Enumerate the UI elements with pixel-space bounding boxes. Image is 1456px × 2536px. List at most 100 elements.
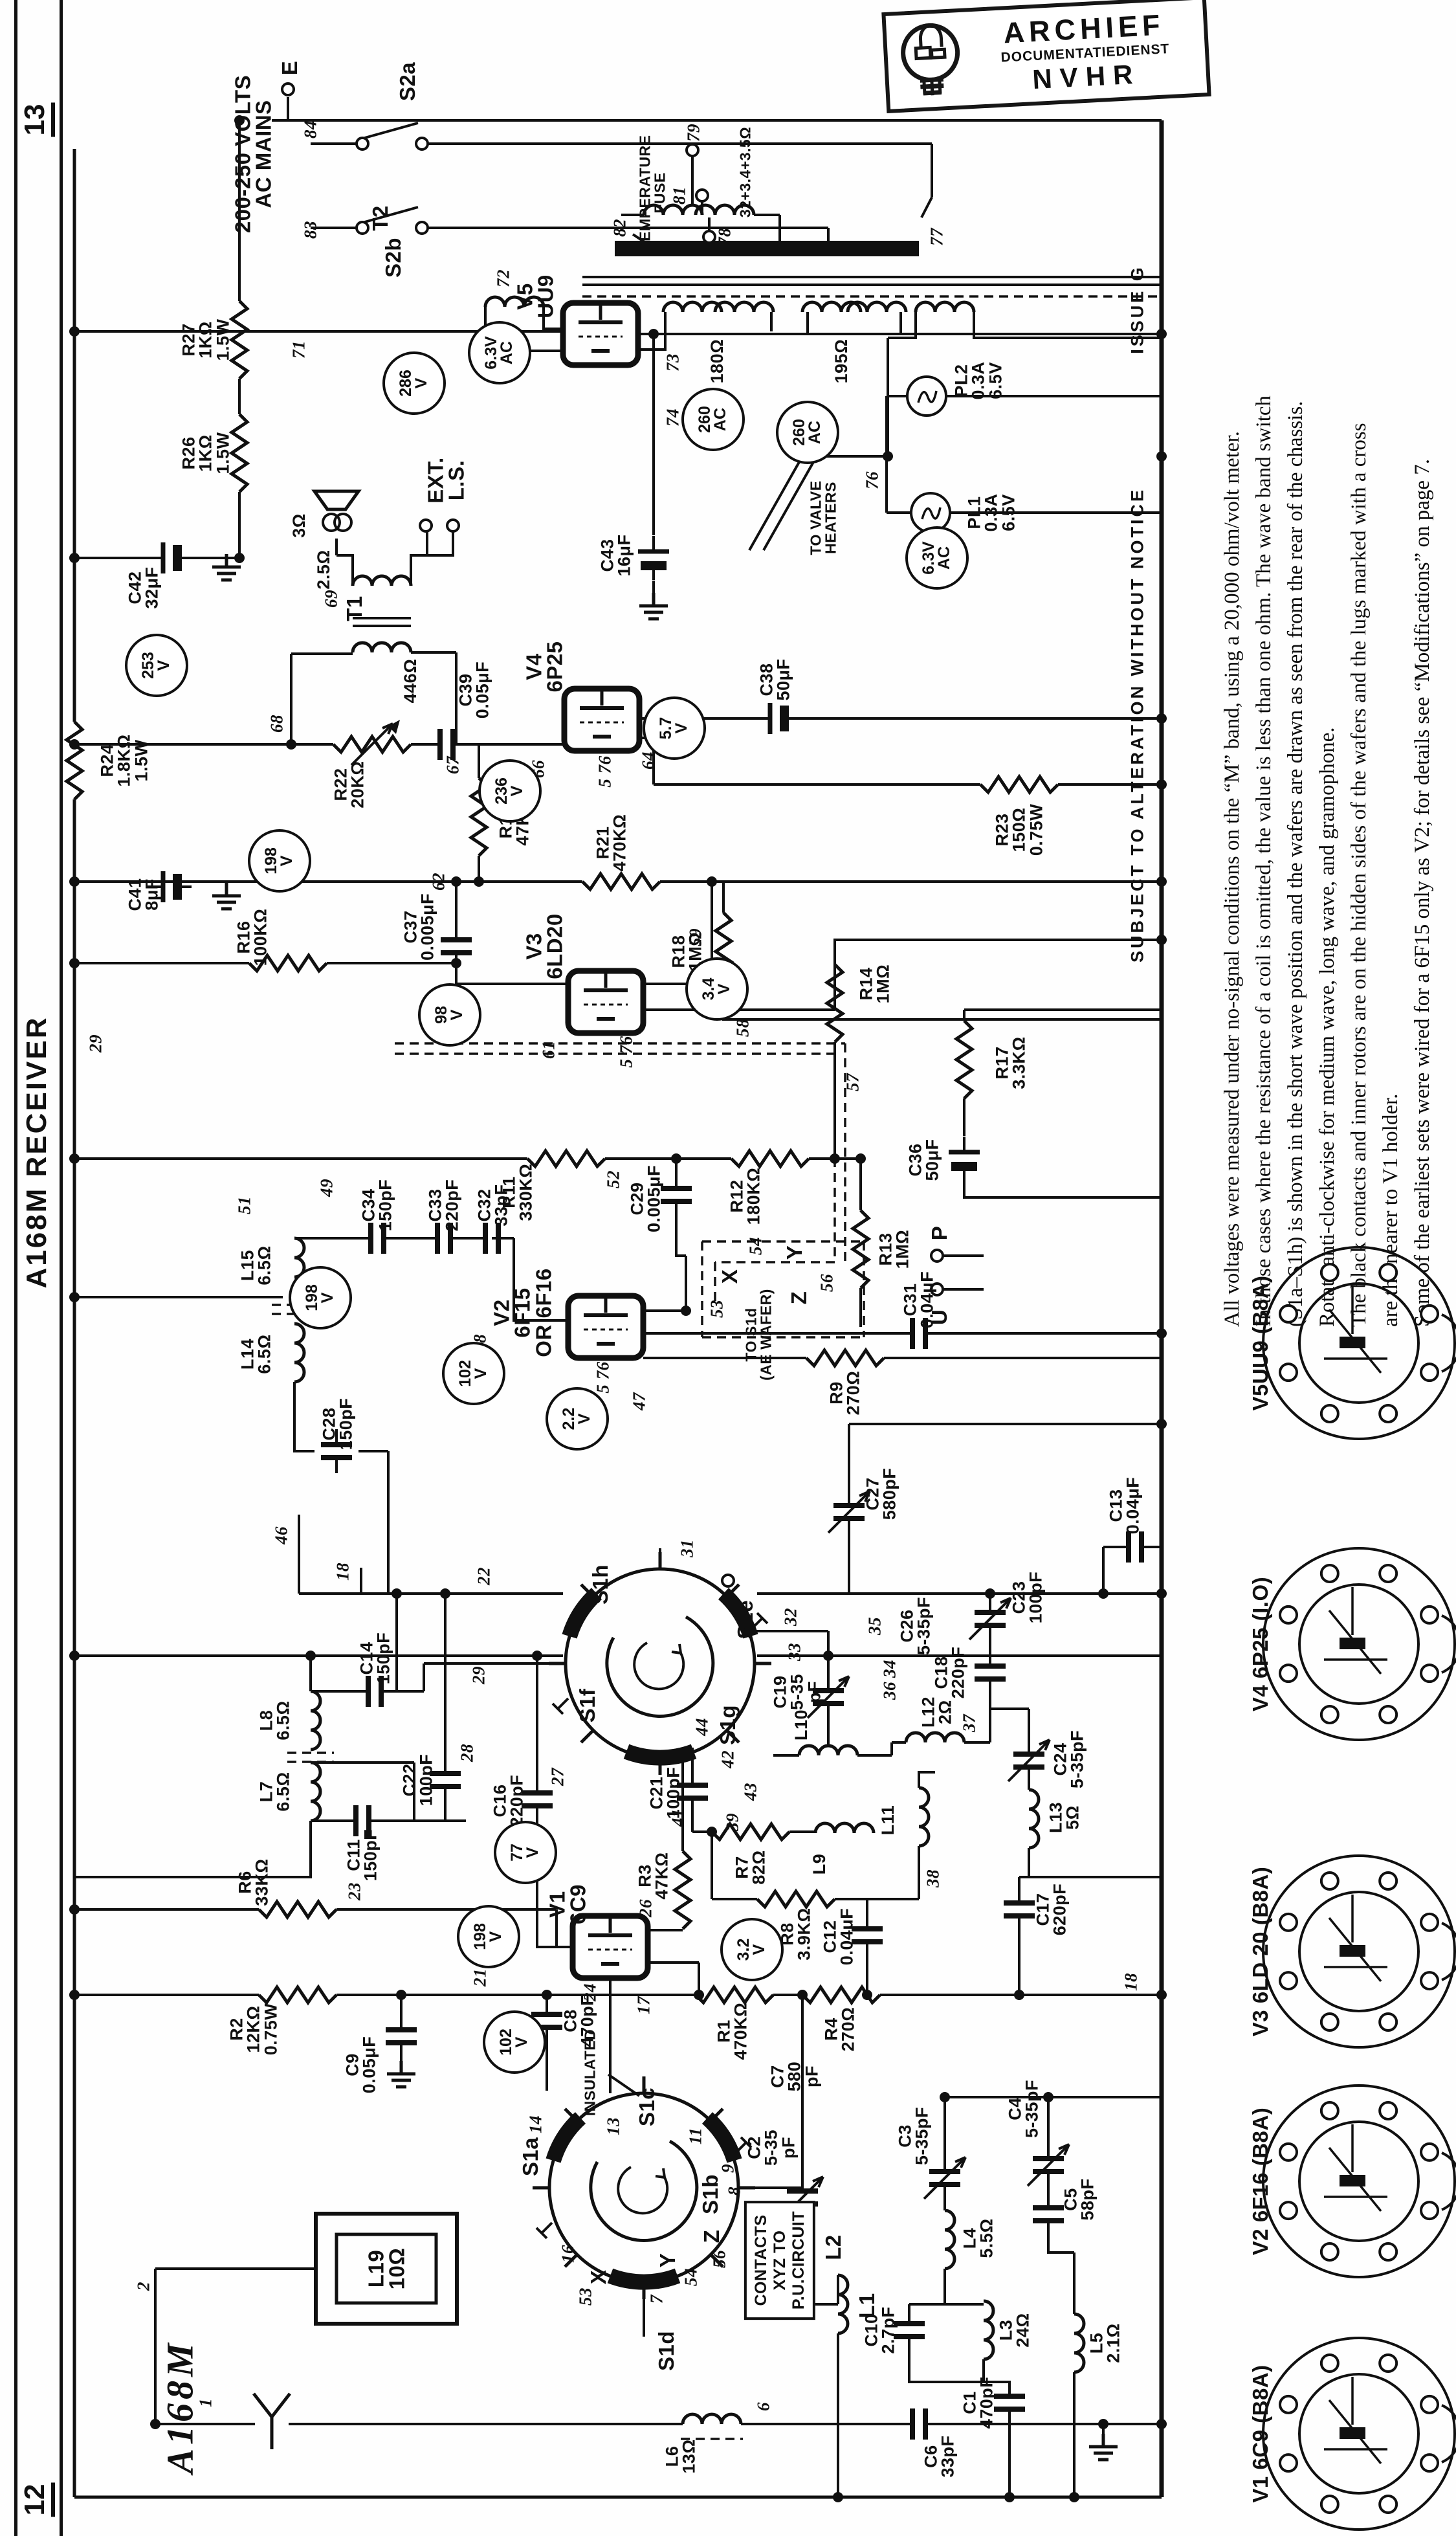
terminal-number: 56: [817, 1274, 837, 1292]
coil-v-symbol: [1029, 1790, 1039, 1848]
terminal-number: 46: [271, 1526, 291, 1544]
component-label: PL2 0.3A 6.5V: [951, 361, 1006, 400]
dot-symbol: [1156, 876, 1167, 887]
component-label: INSULATED: [581, 2029, 599, 2117]
component-label: R23 150Ω 0.75W: [992, 803, 1046, 856]
cap-v-symbol: [994, 2381, 1025, 2425]
component-label: 195Ω: [831, 339, 851, 384]
component-label: C43 16μF: [597, 534, 634, 577]
terminal-number: 24: [580, 1983, 600, 2001]
wires-tuner: [74, 1515, 1162, 1995]
terminal-number: 74: [663, 408, 683, 427]
component-label: C11 150pF: [344, 1829, 381, 1882]
terminal-number: 79: [683, 124, 703, 142]
component-label: S2a: [395, 61, 419, 102]
component-label: R27 1KΩ 1.5W: [179, 318, 233, 361]
terminal-number: 84: [300, 120, 320, 139]
valve-symbol: [568, 1296, 643, 1358]
voltage-annotation: 286 V: [382, 351, 446, 415]
cap-h-symbol: [1113, 1531, 1157, 1563]
wires-if: [74, 1157, 1162, 1594]
dot-symbol: [542, 1990, 552, 2000]
dot-symbol: [474, 876, 484, 887]
dot-symbol: [648, 329, 659, 339]
ecap-h-symbol: [755, 703, 799, 734]
terminal-number: 5 76: [595, 755, 615, 788]
component-label: C6 33pF: [921, 2435, 958, 2478]
dot-symbol: [69, 1990, 80, 2000]
component-label: R14 1MΩ: [856, 964, 893, 1004]
dot-symbol: [1156, 1588, 1167, 1599]
terminal-number: 42: [718, 1750, 738, 1768]
dot-symbol: [1156, 329, 1167, 339]
dot-symbol: [671, 1153, 681, 1164]
component-label: C36 50μF: [905, 1139, 942, 1181]
res-h-symbol: [259, 1987, 336, 2003]
voltage-annotation: 2.2 V: [546, 1387, 609, 1451]
terminal-number: 31: [677, 1539, 697, 1557]
dot-symbol: [1156, 1990, 1167, 2000]
component-label: C4 5-35pF: [1005, 2079, 1042, 2139]
terminal-number: 47: [629, 1392, 649, 1410]
cap-h-symbol: [425, 729, 469, 760]
component-label: P: [927, 1225, 951, 1241]
terminal-number: 11: [685, 2127, 705, 2145]
component-label: TEMPERATURE FUSE: [636, 135, 668, 251]
terminal-number: 6: [753, 2402, 773, 2411]
voltage-annotation: 198 V: [289, 1266, 352, 1329]
res-h-symbol: [731, 1151, 809, 1166]
component-label: C17 620pF: [1033, 1883, 1070, 1936]
dot-symbol: [69, 1153, 80, 1164]
dot-symbol: [862, 1990, 872, 2000]
voltage-annotation: 236 V: [478, 759, 542, 823]
component-label: 446Ω: [400, 658, 420, 704]
component-label: C23 100pF: [1009, 1571, 1046, 1624]
component-label: L12 2Ω: [918, 1696, 955, 1728]
terminal-number: 51: [234, 1196, 254, 1214]
valve-socket: [1262, 2337, 1456, 2531]
component-label: R22 20KΩ: [331, 761, 368, 808]
fuse-arrow-head: [638, 243, 650, 254]
valve-symbol: [573, 1916, 648, 1978]
component-label: V1 6C9: [545, 1884, 590, 1925]
terminal-number: 52: [603, 1170, 623, 1188]
terminal-number: 64: [638, 751, 658, 770]
component-label: S1e: [733, 1599, 757, 1640]
res-h-symbol: [757, 1891, 835, 1907]
component-label: C37 0.005μF: [401, 893, 437, 961]
dot-symbol: [1156, 451, 1167, 462]
component-label: S2b: [381, 237, 405, 278]
margin-rule-outer: [14, 0, 17, 2536]
res-h-symbol: [806, 1350, 884, 1366]
dot-symbol: [69, 1904, 80, 1915]
socket-label: V2 6F16 (B8A): [1248, 2107, 1272, 2256]
terminal-number: 81: [669, 186, 689, 205]
cap-v-symbol: [975, 1651, 1006, 1695]
dot-symbol: [1156, 1328, 1167, 1339]
coil-h-symbol: [353, 643, 411, 652]
component-label: C12 0.04μF: [820, 1908, 857, 1966]
socket-label: V5UU9 (B8A): [1248, 1275, 1272, 1411]
component-label: E: [277, 60, 302, 76]
coil-h-symbol: [906, 1733, 964, 1742]
dot-symbol: [883, 451, 893, 462]
lug-symbol: [415, 221, 429, 235]
earth-symbol: [639, 593, 668, 619]
component-label: S1g: [715, 1704, 740, 1746]
terminal-number: 83: [300, 221, 320, 239]
terminal-number: 23: [344, 1882, 364, 1900]
lug-symbol: [281, 82, 295, 96]
terminal-number: 54: [681, 2268, 701, 2286]
dot-symbol: [1156, 1419, 1167, 1429]
component-label: C7 580 pF: [767, 2061, 822, 2092]
terminal-number: 57: [843, 1073, 863, 1091]
component-label: R4 270Ω: [821, 2007, 858, 2052]
component-label: C2 5-35 pF: [744, 2129, 799, 2166]
dot-symbol: [1098, 2419, 1109, 2429]
component-label: C27 580pF: [863, 1467, 899, 1520]
terminal-number: 5 76: [593, 1361, 613, 1394]
terminal-number: 67: [443, 756, 463, 774]
component-label: V3 6LD20: [522, 913, 567, 979]
component-label: C29 0.005μF: [627, 1164, 664, 1233]
component-label: L15 6.5Ω: [237, 1245, 274, 1285]
